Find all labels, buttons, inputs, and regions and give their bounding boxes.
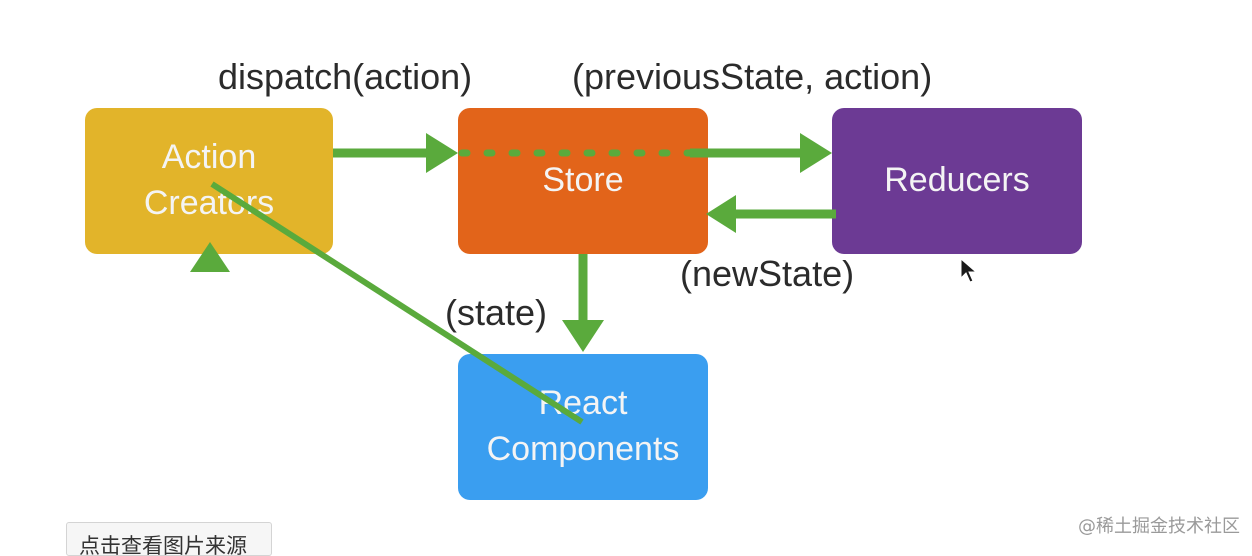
previous-state-arrowhead	[800, 133, 832, 173]
reducers-label: Reducers	[884, 161, 1030, 200]
view-image-source-button[interactable]: 点击查看图片来源	[66, 522, 272, 556]
react-components-label-line2: Components	[486, 430, 680, 468]
new-state-label: (newState)	[680, 253, 855, 294]
dispatch-arrowhead	[426, 133, 458, 173]
new-state-arrowhead	[706, 195, 736, 233]
juejin-watermark: @稀土掘金技术社区	[1078, 516, 1240, 537]
react-components-label-line1: React	[538, 384, 628, 423]
reducers-node: Reducers	[832, 108, 1082, 254]
mouse-cursor-icon	[960, 258, 978, 283]
store-label: Store	[542, 161, 624, 200]
react-components-node: React Components	[458, 354, 708, 500]
store-node: Store	[458, 108, 708, 254]
state-arrowhead	[562, 320, 604, 352]
action-creators-label-line1: Action	[161, 138, 257, 177]
dispatch-action-label: dispatch(action)	[218, 56, 473, 97]
state-label: (state)	[445, 292, 548, 333]
action-creators-label-line2: Creators	[143, 184, 275, 222]
action-creators-node: Action Creators	[85, 108, 333, 254]
previous-state-action-label: (previousState, action)	[572, 56, 933, 97]
